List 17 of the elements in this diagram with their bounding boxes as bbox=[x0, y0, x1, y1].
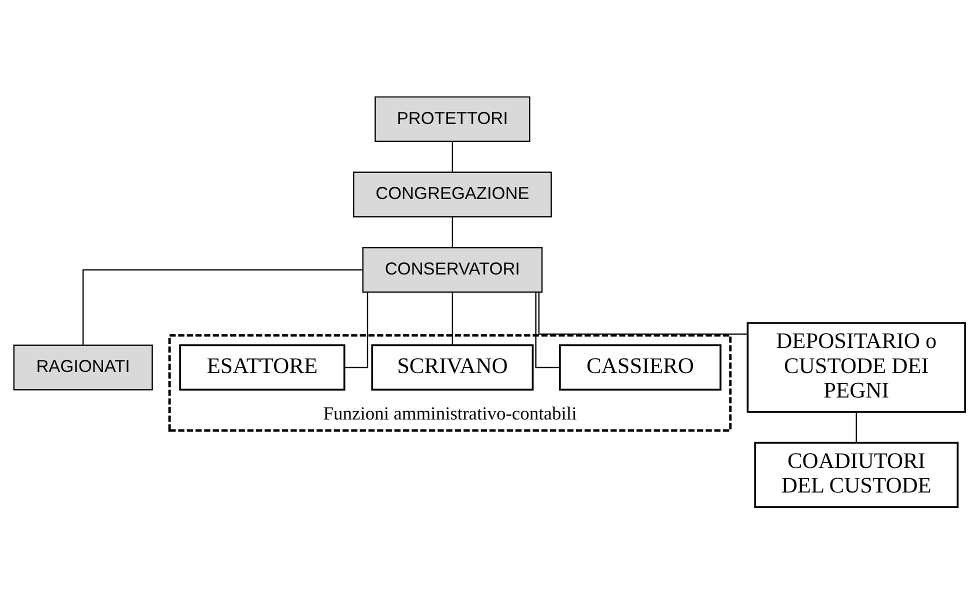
connector bbox=[82, 269, 363, 345]
connector bbox=[538, 292, 748, 335]
node-box: PROTETTORI bbox=[374, 96, 530, 142]
node-box: CASSIERO bbox=[558, 344, 722, 391]
node-box: DEPOSITARIO o CUSTODE DEI PEGNI bbox=[746, 322, 966, 413]
connector bbox=[452, 217, 454, 248]
connector bbox=[344, 292, 368, 368]
node-box: CONGREGAZIONE bbox=[353, 172, 552, 218]
connector bbox=[856, 412, 857, 443]
node-box: SCRIVANO bbox=[371, 344, 534, 391]
connector bbox=[452, 292, 454, 345]
node-box: ESATTORE bbox=[179, 344, 346, 391]
node-box: COADIUTORI DEL CUSTODE bbox=[754, 442, 959, 508]
connector bbox=[535, 292, 560, 368]
connector bbox=[452, 142, 454, 172]
node-box: RAGIONATI bbox=[13, 344, 153, 390]
node-box: CONSERVATORI bbox=[362, 247, 543, 293]
